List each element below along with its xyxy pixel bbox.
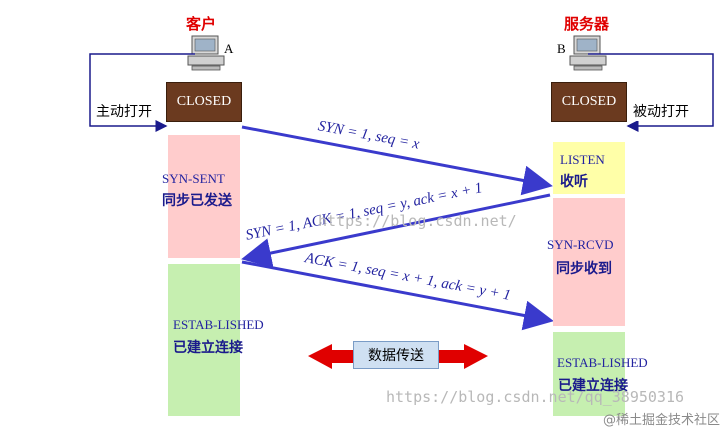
- server-state-listen: LISTEN: [560, 152, 605, 167]
- syn-arrow: [241, 125, 553, 196]
- server-listen-box: [553, 142, 625, 194]
- server-letter: B: [557, 41, 566, 56]
- client-closed-box: CLOSED: [166, 82, 242, 122]
- server-established-box: [553, 332, 625, 416]
- client-letter: A: [224, 41, 234, 56]
- transfer-arrow-left: [308, 344, 353, 369]
- watermark-bottom: https://blog.csdn.net/qq_38950316: [386, 388, 685, 406]
- server-state-listen-zh: 收听: [560, 174, 588, 190]
- client-state-established: ESTAB-LISHED: [173, 317, 264, 332]
- client-active-open-label: 主动打开: [94, 101, 154, 121]
- client-state-syn-sent: SYN-SENT: [162, 171, 225, 186]
- watermark-top: https://blog.csdn.net/: [318, 212, 517, 230]
- client-open-loop: [89, 53, 195, 132]
- data-transfer-label: 数据传送: [353, 341, 439, 369]
- server-syn-rcvd-box: [553, 198, 625, 326]
- footer-watermark: @稀土掘金技术社区: [602, 413, 720, 428]
- server-title: 服务器: [564, 15, 610, 33]
- server-open-loop: [588, 53, 714, 132]
- transfer-arrow-right: [439, 344, 488, 369]
- ack-arrow: [241, 260, 554, 331]
- client-title: 客户: [186, 15, 217, 33]
- server-state-established: ESTAB-LISHED: [557, 355, 648, 370]
- client-syn-sent-box: [168, 135, 240, 258]
- client-state-syn-sent-zh: 同步已发送: [162, 193, 232, 209]
- syn-ack-arrow: [241, 193, 551, 268]
- server-closed-box: CLOSED: [551, 82, 627, 122]
- server-state-established-zh: 已建立连接: [558, 378, 628, 394]
- server-passive-open-label: 被动打开: [631, 101, 691, 121]
- client-established-box: [168, 264, 240, 416]
- client-computer-icon: [187, 35, 225, 71]
- server-state-syn-rcvd-zh: 同步收到: [556, 261, 612, 277]
- client-state-established-zh: 已建立连接: [173, 340, 243, 356]
- server-state-syn-rcvd: SYN-RCVD: [547, 237, 614, 252]
- server-computer-icon: [569, 35, 607, 71]
